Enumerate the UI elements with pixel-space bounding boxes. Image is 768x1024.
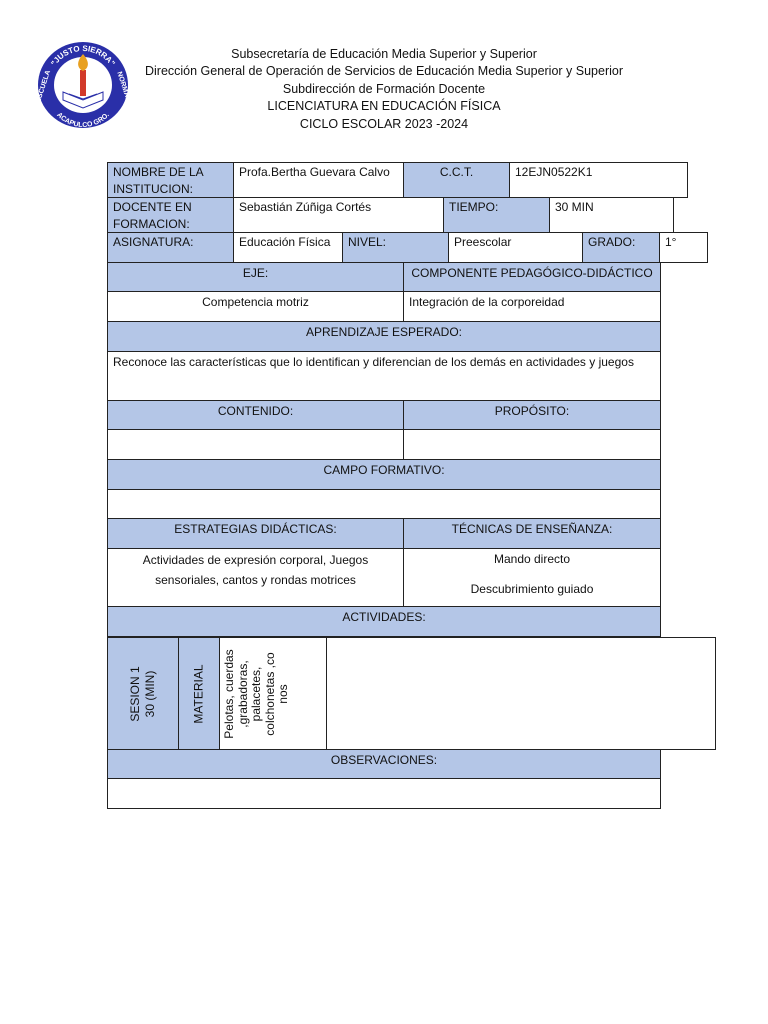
componente-value[interactable]: Integración de la corporeidad xyxy=(403,291,661,322)
tecnicas-label: TÉCNICAS DE ENSEÑANZA: xyxy=(403,518,661,549)
aprendizaje-value[interactable]: Reconoce las características que lo iden… xyxy=(107,351,661,401)
school-seal-icon: "JUSTO SIERRA" ACAPULCO GRO. ESCUELA NOR… xyxy=(35,42,132,129)
grado-label: GRADO: xyxy=(582,232,660,263)
document-header: Subsecretaría de Educación Media Superio… xyxy=(130,46,638,133)
cct-label: C.C.T. xyxy=(403,162,510,198)
tecnicas-value[interactable]: Mando directo Descubrimiento guiado xyxy=(403,548,661,607)
torch-icon xyxy=(80,70,86,96)
eje-value[interactable]: Competencia motriz xyxy=(107,291,404,322)
estrategias-label: ESTRATEGIAS DIDÁCTICAS: xyxy=(107,518,404,549)
header-ciclo: CICLO ESCOLAR 2023 -2024 xyxy=(299,116,469,131)
nivel-label: NIVEL: xyxy=(342,232,449,263)
tecnica-mando-directo: Mando directo xyxy=(493,552,571,566)
material-label: MATERIAL xyxy=(191,663,206,724)
header-subdireccion: Subdirección de Formación Docente xyxy=(282,81,486,96)
material-value: Pelotas, cuerdas ,grabadoras, palacetes,… xyxy=(223,648,290,739)
institucion-value[interactable]: Profa.Bertha Guevara Calvo xyxy=(233,162,404,198)
material-label-cell: MATERIAL xyxy=(178,637,220,750)
nivel-value[interactable]: Preescolar xyxy=(448,232,583,263)
actividades-label: ACTIVIDADES: xyxy=(107,606,661,637)
asignatura-value[interactable]: Educación Física xyxy=(233,232,343,263)
flame-icon xyxy=(78,54,88,71)
tiempo-value[interactable]: 30 MIN xyxy=(549,197,674,233)
material-value-cell[interactable]: Pelotas, cuerdas ,grabadoras, palacetes,… xyxy=(219,637,327,750)
actividades-content[interactable] xyxy=(326,637,716,750)
sesion-cell: SESION 1 30 (MIN) xyxy=(107,637,179,750)
eje-label: EJE: xyxy=(107,262,404,292)
asignatura-label: ASIGNATURA: xyxy=(107,232,234,263)
sesion-number: SESION 1 xyxy=(128,665,142,722)
proposito-label: PROPÓSITO: xyxy=(403,400,661,430)
school-logo: "JUSTO SIERRA" ACAPULCO GRO. ESCUELA NOR… xyxy=(35,40,132,130)
sesion-duration: 30 (MIN) xyxy=(143,670,157,717)
observaciones-label: OBSERVACIONES: xyxy=(107,749,661,779)
docente-value[interactable]: Sebastián Zúñiga Cortés xyxy=(233,197,444,233)
contenido-value[interactable] xyxy=(107,429,404,460)
aprendizaje-label: APRENDIZAJE ESPERADO: xyxy=(107,321,661,352)
componente-label: COMPONENTE PEDAGÓGICO-DIDÁCTICO xyxy=(403,262,661,292)
book-icon xyxy=(62,91,104,109)
grado-value[interactable]: 1° xyxy=(659,232,708,263)
tiempo-label: TIEMPO: xyxy=(443,197,550,233)
institucion-label: NOMBRE DE LA INSTITUCION: xyxy=(107,162,234,198)
tecnica-descubrimiento-guiado: Descubrimiento guiado xyxy=(470,582,594,596)
header-licenciatura: LICENCIATURA EN EDUCACIÓN FÍSICA xyxy=(267,99,501,114)
contenido-label: CONTENIDO: xyxy=(107,400,404,430)
campo-formativo-value[interactable] xyxy=(107,489,661,519)
sesion-label: SESION 1 30 (MIN) xyxy=(128,666,158,721)
header-subsecretaria: Subsecretaría de Educación Media Superio… xyxy=(231,47,537,61)
docente-label: DOCENTE EN FORMACION: xyxy=(107,197,234,233)
observaciones-value[interactable] xyxy=(107,778,661,809)
cct-value[interactable]: 12EJN0522K1 xyxy=(509,162,688,198)
campo-formativo-label: CAMPO FORMATIVO: xyxy=(107,459,661,490)
estrategias-value[interactable]: Actividades de expresión corporal, Juego… xyxy=(107,548,404,607)
proposito-value[interactable] xyxy=(403,429,661,460)
header-direccion: Dirección General de Operación de Servic… xyxy=(144,64,624,79)
